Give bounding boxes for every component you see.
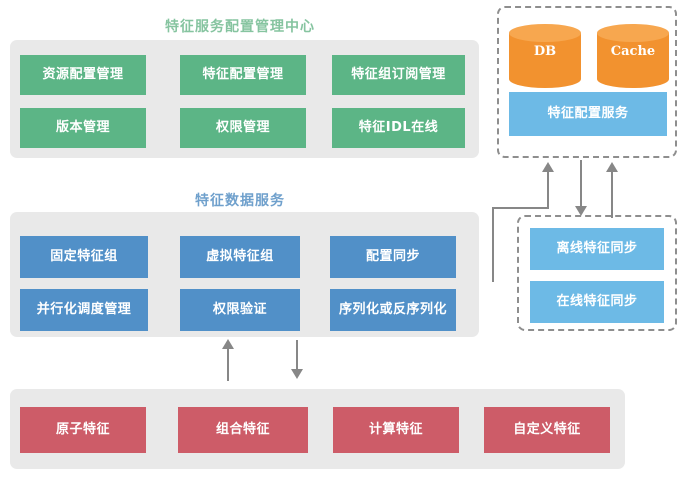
connector-sync-to-storage — [611, 172, 613, 218]
storage-group-boundary — [497, 6, 677, 158]
cache-cylinder-icon: Cache — [597, 24, 669, 88]
connector-storage-to-sync — [580, 160, 582, 208]
tile-feature-config-service[interactable]: 特征配置服务 — [509, 92, 667, 136]
arrowhead-up-to-data-service — [222, 339, 234, 349]
connector-left-riser-to-storage — [547, 172, 549, 209]
tile-offline-feature-sync[interactable]: 离线特征同步 — [530, 228, 664, 270]
database-label: DB — [533, 44, 557, 59]
arrowhead-up-left-to-storage — [542, 162, 554, 172]
tile-config-sync[interactable]: 配置同步 — [330, 236, 456, 278]
connector-data-service-to-feature-types — [296, 340, 298, 370]
tile-feature-config-management[interactable]: 特征配置管理 — [180, 55, 306, 95]
tile-parallel-scheduling-management[interactable]: 并行化调度管理 — [20, 289, 148, 331]
cache-label: Cache — [610, 44, 656, 59]
tile-feature-idl-online[interactable]: 特征IDL在线 — [332, 108, 465, 148]
tile-virtual-feature-group[interactable]: 虚拟特征组 — [180, 236, 300, 278]
tile-permission-verification[interactable]: 权限验证 — [180, 289, 300, 331]
database-cylinder-icon: DB — [509, 24, 581, 88]
tile-composite-feature[interactable]: 组合特征 — [178, 407, 308, 453]
tile-fixed-feature-group[interactable]: 固定特征组 — [20, 236, 148, 278]
tile-permission-management[interactable]: 权限管理 — [180, 108, 306, 148]
sync-group-boundary — [517, 215, 677, 331]
tile-resource-config-management[interactable]: 资源配置管理 — [20, 55, 146, 95]
tile-custom-feature[interactable]: 自定义特征 — [484, 407, 610, 453]
connector-horizontal-feeder — [492, 207, 549, 209]
data-service-title: 特征数据服务 — [195, 193, 285, 209]
arrowhead-down-to-sync — [575, 206, 587, 216]
tile-serialization-deserialization[interactable]: 序列化或反序列化 — [330, 289, 456, 331]
tile-atomic-feature[interactable]: 原子特征 — [20, 407, 146, 453]
tile-online-feature-sync[interactable]: 在线特征同步 — [530, 281, 664, 323]
config-center-title: 特征服务配置管理中心 — [165, 19, 315, 35]
arrowhead-up-right-to-storage — [606, 162, 618, 172]
cylinder-top — [509, 24, 581, 42]
connector-feeder-drop — [492, 207, 494, 282]
connector-feature-types-to-data-service — [227, 348, 229, 381]
tile-computed-feature[interactable]: 计算特征 — [333, 407, 459, 453]
arrowhead-down-to-feature-types — [291, 369, 303, 379]
tile-version-management[interactable]: 版本管理 — [20, 108, 146, 148]
tile-feature-group-subscription-management[interactable]: 特征组订阅管理 — [332, 55, 465, 95]
cylinder-top — [597, 24, 669, 42]
